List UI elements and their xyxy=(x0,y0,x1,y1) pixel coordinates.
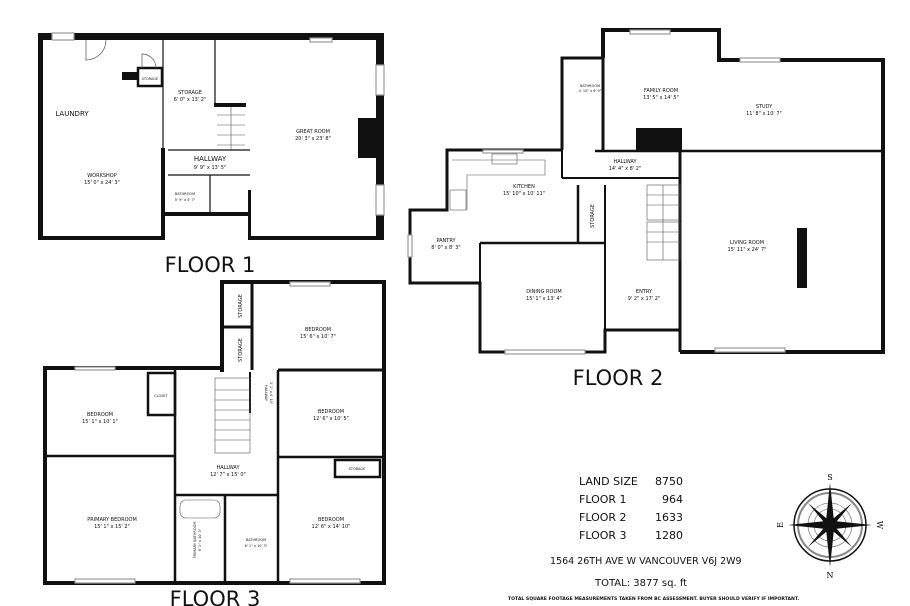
room-label: STORAGE xyxy=(178,90,202,96)
room-dims: 11' 8" x 10' 7" xyxy=(746,111,782,117)
room-label: BEDROOM xyxy=(318,517,344,523)
room-label: CLOSET xyxy=(154,394,168,398)
room-label: STUDY xyxy=(756,104,773,110)
compass-north: N xyxy=(827,571,834,580)
summary-label: FLOOR 2 xyxy=(579,511,627,524)
summary-value: 1280 xyxy=(655,529,683,542)
room-dims: 3' 1" x 4' 10" xyxy=(269,382,273,405)
summary-row: LAND SIZE 8750 xyxy=(579,475,683,493)
compass-rose-icon: S N E W xyxy=(776,473,884,580)
room-dims: 12' 6" x 14' 10" xyxy=(312,524,351,530)
room-dims: 15' 6" x 10' 7" xyxy=(300,334,336,340)
compass-west: W xyxy=(875,521,884,530)
room-label: BATHROOM xyxy=(246,538,266,542)
room-label: STORAGE xyxy=(349,467,366,471)
room-dims: 12' 7" x 15' 0" xyxy=(210,472,246,478)
summary-label: LAND SIZE xyxy=(579,475,638,488)
room-label: HALLWAY xyxy=(194,155,227,163)
room-dims: 20' 3" x 23' 8" xyxy=(295,136,331,142)
room-dims: 9' 9" x 13' 5" xyxy=(194,165,227,171)
room-label: BATHROOM xyxy=(175,192,195,196)
room-label: STORAGE xyxy=(590,204,596,228)
room-label: DINING ROOM xyxy=(526,289,561,295)
summary-label: FLOOR 1 xyxy=(579,493,627,506)
room-label: FAMILY ROOM xyxy=(644,88,678,94)
room-dims: 13' 5" x 14' 5" xyxy=(643,95,679,101)
floor-1-title: FLOOR 1 xyxy=(165,253,256,277)
summary-label: FLOOR 3 xyxy=(579,529,627,542)
compass-east: E xyxy=(776,522,785,528)
room-dims: 15' 1" x 13' 4" xyxy=(526,296,562,302)
room-label: BEDROOM xyxy=(305,327,331,333)
room-label: PANTRY xyxy=(436,238,456,244)
room-label: PRIMARY BATHROOM xyxy=(193,522,197,559)
floor-2-title: FLOOR 2 xyxy=(573,366,664,390)
room-label: BEDROOM xyxy=(318,409,344,415)
floor-1-plan xyxy=(38,32,385,240)
room-dims: 9' 2" x 17' 2" xyxy=(628,296,661,302)
area-summary: LAND SIZE 8750 FLOOR 1 964 FLOOR 2 1633 FLO… xyxy=(579,475,683,547)
room-label: HALLWAY xyxy=(264,385,268,402)
room-label: ENTRY xyxy=(636,289,653,295)
summary-row: FLOOR 1 964 xyxy=(579,493,683,511)
address: 1564 26TH AVE W VANCOUVER V6J 2W9 xyxy=(550,556,742,567)
room-label: HALLWAY xyxy=(216,465,240,471)
room-dims: 6' 1" x 10' 3" xyxy=(245,544,268,548)
room-label: STORAGE xyxy=(142,77,159,81)
room-dims: 12' 6" x 10' 5" xyxy=(313,416,349,422)
room-label: WORKSHOP xyxy=(87,173,117,179)
room-dims: 15' 1" x 10' 1" xyxy=(82,419,118,425)
summary-row: FLOOR 2 1633 xyxy=(579,511,683,529)
room-dims: 15' 10" x 10' 11" xyxy=(503,191,545,197)
floor-2-plan xyxy=(407,28,885,355)
compass-south: S xyxy=(827,473,832,482)
room-dims: 8' 0" x 8' 3" xyxy=(431,245,460,251)
summary-value: 1633 xyxy=(655,511,683,524)
room-dims: 6' 0" x 13' 2" xyxy=(174,97,207,103)
room-dims: 14' 4" x 8' 2" xyxy=(609,166,642,172)
total-area: TOTAL: 3877 sq. ft xyxy=(595,578,688,589)
floor-3-title: FLOOR 3 xyxy=(170,587,261,606)
room-dims: 15' 11" x 24' 7" xyxy=(728,247,767,253)
room-label: PRIMARY BEDROOM xyxy=(87,517,137,523)
room-dims: 15' 0" x 24' 3" xyxy=(84,180,120,186)
summary-row: FLOOR 3 1280 xyxy=(579,529,683,547)
room-dims: 6' 1" x 10' 3" xyxy=(198,528,202,551)
room-dims: 5' 9" x 4' 7" xyxy=(175,198,196,202)
room-dims: 4' 10" x 6' 9" xyxy=(579,89,602,93)
room-label: LAUNDRY xyxy=(55,110,89,118)
summary-value: 964 xyxy=(662,493,683,506)
room-label: BEDROOM xyxy=(87,412,113,418)
room-label: STORAGE xyxy=(238,338,244,362)
room-label: STORAGE xyxy=(238,294,244,318)
room-dims: 15' 1" x 15' 2" xyxy=(94,524,130,530)
summary-value: 8750 xyxy=(655,475,683,488)
disclaimer: TOTAL SQUARE FOOTAGE MEASUREMENTS TAKEN … xyxy=(508,597,800,602)
room-label: HALLWAY xyxy=(613,159,637,165)
room-label: LIVING ROOM xyxy=(730,240,764,246)
room-label: KITCHEN xyxy=(513,184,535,190)
room-label: BATHROOM xyxy=(580,84,600,88)
floor-3-plan xyxy=(43,280,386,585)
room-label: GREAT ROOM xyxy=(296,129,330,135)
